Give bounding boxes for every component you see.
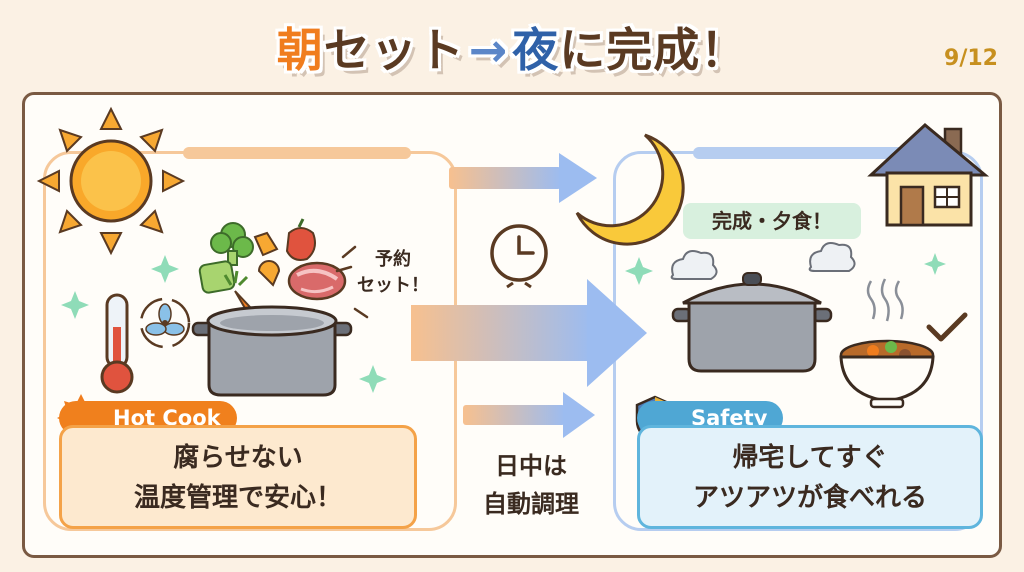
daytime-cooking-label: 日中は 自動調理	[467, 447, 595, 523]
thermometer-icon	[100, 293, 134, 394]
safety-message-line-2: アツアツが食べれる	[692, 483, 927, 513]
meat-icon	[287, 261, 347, 301]
daytime-line-1: 日中は	[495, 452, 567, 480]
bowl-icon	[839, 278, 935, 409]
reservation-bubble: 予約 セット！	[347, 247, 439, 299]
bubble-line-1: 予約	[375, 249, 411, 270]
safety-message: 帰宅してすぐ アツアツが食べれる	[637, 425, 983, 529]
arrow-top	[449, 153, 597, 203]
cooked-pot-icon	[671, 272, 833, 373]
hot-message-line-2: 温度管理で安心！	[133, 483, 342, 513]
arrow-bottom	[463, 392, 595, 438]
complete-label: 完成・夕食！	[683, 203, 861, 239]
fan-icon	[139, 297, 191, 349]
burst-lines	[335, 245, 369, 319]
bubble-line-2: セット！	[357, 275, 429, 296]
page-title: 朝セット→夜に完成！	[276, 23, 748, 77]
daytime-line-2: 自動調理	[483, 490, 579, 518]
illustration-card: 予約 セット！ 完成・夕食！ Hot Cook Safety 腐らせない 温度管…	[22, 92, 1002, 558]
hot-message-line-1: 腐らせない	[173, 443, 303, 473]
safety-message-line-1: 帰宅してすぐ	[732, 443, 888, 473]
house-icon	[867, 123, 990, 227]
sun-icon	[36, 106, 186, 256]
arrow-main	[411, 279, 647, 387]
pot-icon	[191, 305, 353, 397]
moon-icon	[575, 133, 685, 246]
morning-panel-bar	[183, 147, 411, 159]
sparkle-icon	[61, 255, 387, 393]
evening-panel-bar	[693, 147, 933, 159]
sparkle-right-icon	[625, 253, 946, 285]
check-icon	[926, 312, 968, 342]
steam-icon	[670, 242, 856, 280]
clock-icon	[490, 224, 548, 289]
page-number: 9/12	[944, 46, 998, 71]
hot-cook-message: 腐らせない 温度管理で安心！	[59, 425, 417, 529]
